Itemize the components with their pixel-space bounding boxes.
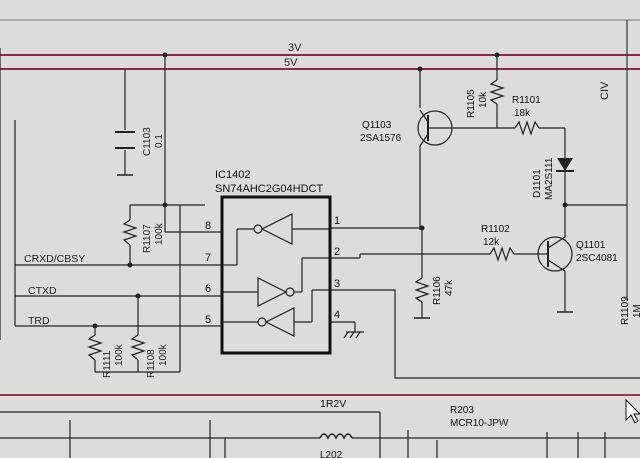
resistor-r1111-ref: R1111	[102, 350, 113, 378]
resistor-r1106-value: 47k	[444, 279, 455, 296]
pin-5: 5	[205, 314, 211, 326]
pin-7: 7	[205, 252, 211, 264]
resistor-r1108-value: 100k	[158, 343, 169, 366]
diode-d1101: D1101 MA2S111	[532, 128, 627, 237]
net-label-crxd: CRXD/CBSY	[24, 253, 85, 265]
resistor-r1107-value: 100k	[154, 222, 165, 245]
resistor-r1106-ref: R1106	[432, 276, 443, 305]
net-label-trd: TRD	[28, 315, 50, 327]
resistor-r1111-value: 100k	[114, 343, 125, 366]
capacitor-ref: C1103	[142, 127, 153, 156]
ic-body	[220, 195, 332, 355]
resistor-r203-ref: R203	[450, 405, 474, 416]
net-label-civ: CIV	[599, 81, 611, 100]
transistor-q1103-ref: Q1103	[362, 120, 392, 131]
resistor-r1105-ref: R1105	[466, 89, 477, 118]
inverter-gate-icon	[222, 257, 330, 307]
resistor-r1101: R1101 18k	[512, 95, 565, 136]
net-label-ctxd: CTXD	[28, 285, 57, 297]
resistor-r1105-value: 10k	[478, 91, 489, 108]
resistor-r203-value: MCR10-JPW	[450, 418, 509, 429]
ic-part: SN74AHC2G04HDCT	[215, 183, 323, 195]
resistor-r1108: R1108 100k	[130, 334, 169, 378]
pin-3: 3	[334, 278, 340, 290]
power-rails: 3V 5V CIV	[0, 20, 640, 300]
mouse-cursor-icon	[625, 398, 640, 424]
pin-8: 8	[205, 220, 211, 232]
rail-5v-label: 5V	[284, 57, 298, 69]
resistor-r1109-value: 1M	[632, 304, 640, 318]
transistor-q1101-ref: Q1101	[576, 240, 606, 251]
diode-part: MA2S111	[544, 157, 555, 200]
ic-ic1402: IC1402 SN74AHC2G04HDCT 8 7 6 5 1 2 3 4	[205, 169, 422, 355]
capacitor-c1103: C1103 0.1	[115, 127, 165, 176]
diode-ref: D1101	[532, 169, 543, 198]
inductor-ref: L202	[320, 450, 343, 458]
pin-4: 4	[334, 309, 340, 321]
resistor-r1107-ref: R1107	[142, 224, 153, 253]
resistor-r1109: R1109 1M	[620, 296, 640, 325]
wire-pin3-out	[375, 289, 640, 379]
ground-icon	[343, 322, 364, 339]
transistor-q1103: Q1103 2SA1576	[360, 69, 460, 230]
rail-3v-label: 3V	[288, 42, 302, 54]
resistor-r1111: R1111 100k	[87, 334, 125, 378]
resistor-r1105: R1105 10k	[460, 55, 515, 129]
pin-1: 1	[334, 215, 340, 227]
inductor-icon	[319, 433, 353, 440]
inverter-gate-icon	[222, 289, 330, 337]
pin-6: 6	[205, 283, 211, 295]
resistor-r1102: R1102 12k	[359, 224, 540, 262]
diode-icon	[557, 158, 573, 171]
transistor-q1101-part: 2SC4081	[576, 253, 618, 264]
ic-ref: IC1402	[215, 169, 250, 181]
bottom-section: 1R2V L202 R203 MCR10-JPW	[0, 394, 640, 458]
resistor-r1107: R1107 100k	[122, 219, 165, 253]
resistor-r1102-value: 12k	[483, 237, 500, 248]
transistor-q1103-part: 2SA1576	[360, 133, 402, 144]
transistor-q1101: Q1101 2SC4081	[537, 236, 618, 313]
pin-2: 2	[334, 246, 340, 258]
net-label-1r2v: 1R2V	[320, 398, 346, 410]
resistor-r1109-ref: R1109	[620, 296, 631, 325]
resistor-r1102-ref: R1102	[481, 224, 510, 235]
resistor-r1101-value: 18k	[514, 108, 531, 119]
resistor-r1108-ref: R1108	[146, 349, 157, 378]
inverter-gate-icon	[222, 213, 330, 266]
resistor-r1101-ref: R1101	[512, 95, 541, 106]
capacitor-value: 0.1	[154, 134, 165, 148]
resistor-r1106: R1106 47k	[414, 230, 455, 319]
